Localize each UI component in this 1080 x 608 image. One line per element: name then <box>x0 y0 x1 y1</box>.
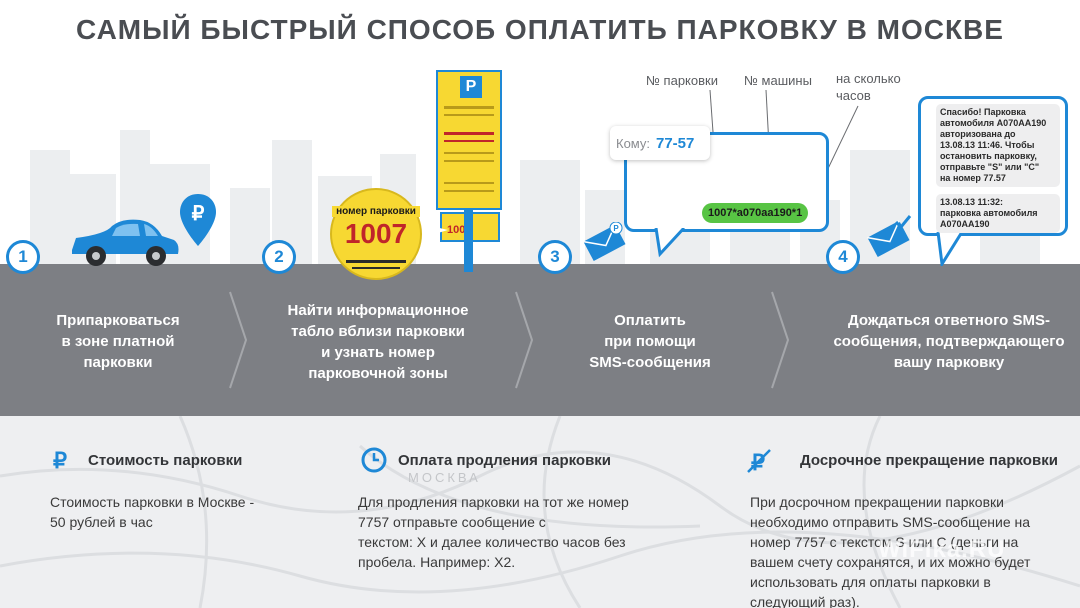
info-section <box>0 416 1080 608</box>
hint-parking-number: № парковки <box>646 73 718 88</box>
step-3-number: 3 <box>538 240 572 274</box>
reply-bubble-tail <box>936 232 964 266</box>
info-cost-title: Стоимость парковки <box>88 452 243 469</box>
parking-sign-p: P <box>460 76 482 98</box>
step-4-text: Дождаться ответного SMS- сообщения, подт… <box>833 312 1065 371</box>
sms-to-value: 77-57 <box>656 134 695 152</box>
map-label: МОСКВА <box>408 470 481 485</box>
step-1-text: Припарковаться в зоне платной парковки <box>56 312 180 371</box>
chevron-right-icon <box>229 291 248 389</box>
sms-to-label: Кому: <box>616 135 650 151</box>
steps-band <box>0 264 1080 416</box>
info-cost-text: Стоимость парковки в Москве - 50 рублей … <box>50 494 255 530</box>
parking-sign-pole <box>464 210 473 272</box>
sms-recipient: Кому: 77-57 <box>610 126 710 160</box>
step-3-text: Оплатить при помощи SMS-сообщения <box>589 312 711 371</box>
svg-text:₽: ₽ <box>192 203 205 225</box>
sms-message-bubble: 1007*а070аа190*1 <box>702 203 809 223</box>
chevron-right-icon <box>771 291 790 389</box>
reply-message-2: 13.08.13 11:32: парковка автомобиля А070… <box>936 194 1060 233</box>
info-extend-title: Оплата продления парковки <box>398 452 612 469</box>
step-2-text: Найти информационное табло вблизи парков… <box>287 302 469 382</box>
clock-icon <box>361 447 387 473</box>
step-4-number: 4 <box>826 240 860 274</box>
parking-number-badge <box>330 188 422 280</box>
sms-bubble-tail <box>654 228 686 258</box>
info-stop-title: Досрочное прекращение парковки <box>800 452 1058 469</box>
svg-text:P: P <box>613 224 619 233</box>
step-2-number: 2 <box>262 240 296 274</box>
parking-icon: ₽ <box>53 448 67 472</box>
hint-car-number: № машины <box>744 73 812 88</box>
hint-hours: на сколько часов <box>836 71 901 103</box>
page-title: САМЫЙ БЫСТРЫЙ СПОСОБ ОПЛАТИТЬ ПАРКОВКУ В… <box>76 14 1004 45</box>
reply-message-1: Спасибо! Парковка автомобиля А070АА190 а… <box>936 104 1060 187</box>
envelope-check-icon <box>867 215 912 258</box>
info-extend-text: Для продления парковки на тот же номер 7… <box>358 494 629 570</box>
chevron-right-icon <box>515 291 534 389</box>
badge-number: 1007 <box>344 218 408 249</box>
map-background <box>0 416 1080 608</box>
watermark: WiFika.RU <box>878 536 1006 563</box>
badge-label: номер парковки <box>332 206 420 217</box>
step-1-number: 1 <box>6 240 40 274</box>
envelope-icon: P <box>583 222 626 262</box>
badge-pointer <box>414 222 448 240</box>
parking-pin-icon: ₽ <box>180 194 216 246</box>
svg-text:₽: ₽ <box>53 448 67 472</box>
parking-crossed-icon: ₽ <box>747 449 771 475</box>
info-stop-text: При досрочном прекращении парковки необх… <box>750 494 1031 608</box>
car-icon <box>72 219 179 266</box>
